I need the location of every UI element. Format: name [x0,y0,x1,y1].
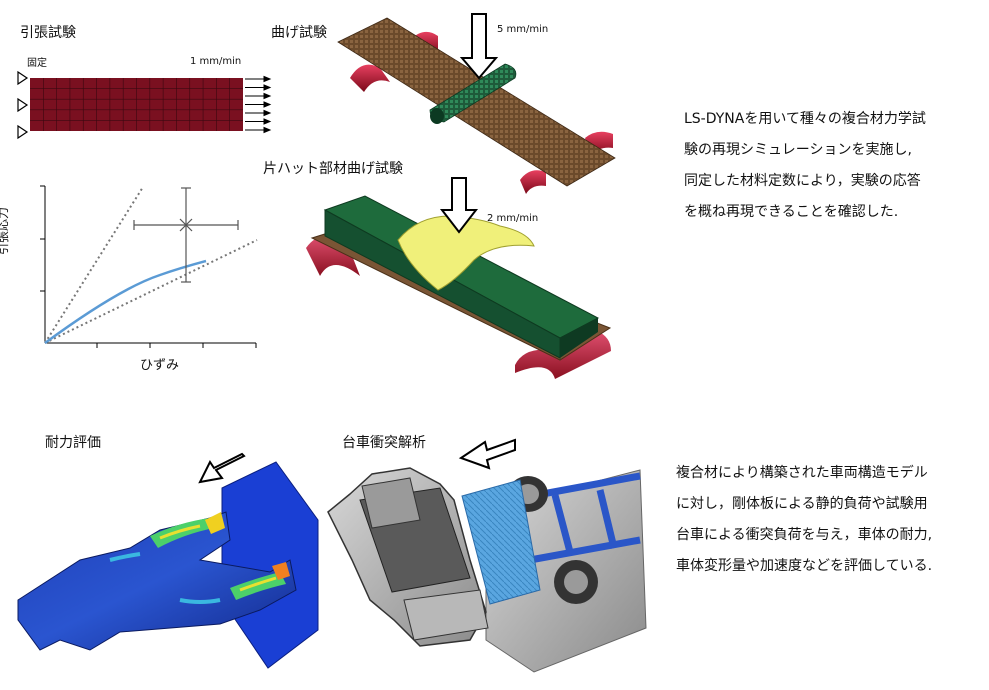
load-arrow-5mm [459,13,499,80]
vehicle-body [17,511,297,651]
bending-speed-label: 5 mm/min [497,24,549,35]
experiment-error-bar [133,187,239,283]
loading-nose [429,63,517,124]
support-roller-upper-left [350,64,390,92]
sled-wheel-rear [554,560,598,604]
description-bottom: 複合材により構築された車両構造モデル に対し，剛体板による静的負荷や試験用 台車… [676,458,932,582]
load-arrowhead [263,75,272,83]
support-triangles [17,70,29,140]
sled-crash-analysis-title: 台車衝突解析 [342,435,426,451]
description-top-line-1: LS-DYNAを用いて種々の複合材力学試 [684,111,926,127]
stress-hotspots [109,512,290,604]
upper-bound-line [44,186,144,344]
tensile-speed-label: 1 mm/min [190,56,242,67]
load-arrowhead [263,84,272,91]
load-arrowhead [263,118,272,125]
description-bottom-line-2: に対し，剛体板による静的負荷や試験用 [676,496,928,512]
hat-bending-speed-label: 2 mm/min [487,213,539,224]
load-direction-arrow [198,452,246,484]
crash-direction-arrow [458,438,516,470]
description-bottom-line-3: 台車による衝突負荷を与え，車体の耐力, [676,527,933,543]
lower-bound-line [44,239,258,344]
description-top: LS-DYNAを用いて種々の複合材力学試 験の再現シミュレーションを実施し, 同… [684,104,926,228]
hat-bending-test-title: 片ハット部材曲げ試験 [263,161,403,177]
load-arrowhead [263,109,272,117]
support-roller-lower-left [520,170,546,194]
hat-end-face [560,318,598,358]
description-top-line-4: を概ね再現できることを確認した. [684,204,899,220]
honeycomb-barrier [461,479,541,605]
load-arrow-2mm [439,177,479,234]
description-bottom-line-4: 車体変形量や加速度などを評価している. [676,558,933,574]
load-arrows [245,75,272,134]
load-arrowhead [263,92,272,100]
simulation-curve [44,259,207,345]
chart-xlabel: ひずみ [140,358,180,373]
load-arrowhead [263,101,272,108]
description-top-line-2: 験の再現シミュレーションを実施し, [684,142,912,158]
durability-evaluation-title: 耐力評価 [45,435,101,451]
load-arrowhead [263,126,272,134]
description-top-line-3: 同定した材料定数により，実験の応答 [684,173,921,189]
bending-test-title: 曲げ試験 [271,25,327,41]
description-bottom-line-1: 複合材により構築された車両構造モデル [676,465,928,481]
tensile-test-title: 引張試験 [20,25,76,41]
fixed-label: 固定 [27,58,47,69]
